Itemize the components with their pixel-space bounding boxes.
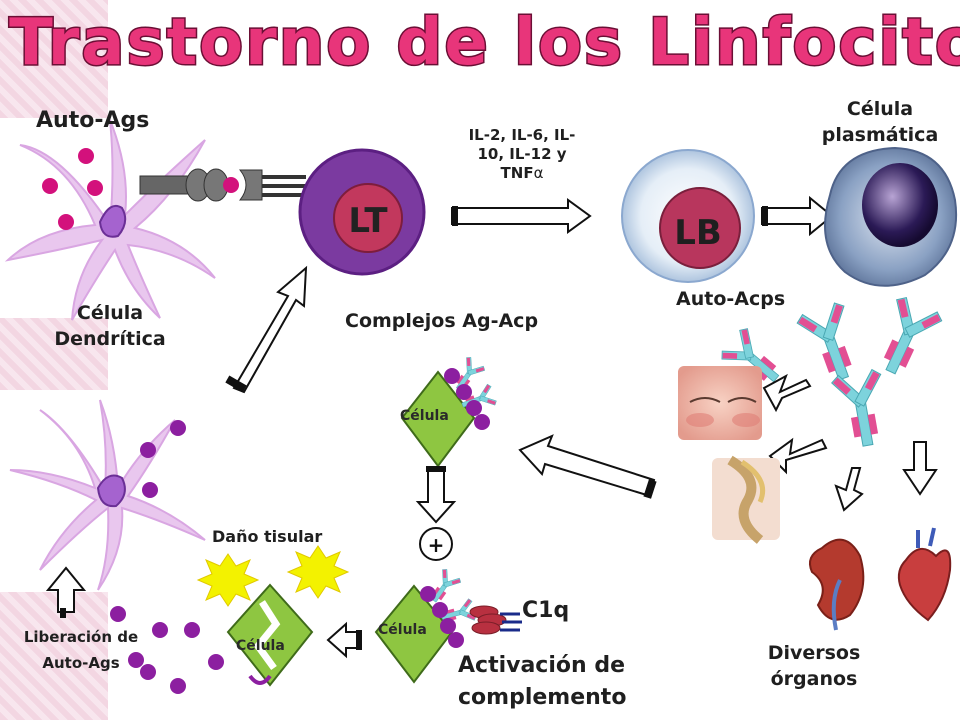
joint-image <box>712 455 780 544</box>
down-arrow <box>415 466 457 524</box>
tissue-damage-bursts <box>196 545 350 607</box>
dendritic-cell-bottom <box>9 399 206 591</box>
cytokines-label: IL-2, IL-6, IL- 10, IL-12 y TNFα <box>468 126 576 182</box>
auto-ags-label: Auto-Ags <box>36 108 150 133</box>
liberacion-label: Liberación de Auto-Ags <box>23 628 139 672</box>
auto-ag-dots-top <box>42 148 103 230</box>
celula-label-complex: Célula <box>400 408 449 424</box>
organ-arrows <box>762 373 938 512</box>
kidney-image <box>809 538 865 631</box>
return-arrow <box>518 434 657 499</box>
lt-cell: LT <box>298 148 426 276</box>
lt-label: LT <box>348 201 388 241</box>
c1q-label: C1q <box>522 598 570 623</box>
lb-label: LB <box>674 213 722 253</box>
auto-acps-label: Auto-Acps <box>676 288 786 310</box>
up-arrow <box>45 566 87 618</box>
page-title: Trastorno de los Linfocitos <box>8 5 960 82</box>
complejos-label: Complejos Ag-Acp <box>345 310 539 332</box>
lb-to-plasma-arrow <box>761 195 834 237</box>
diagonal-arrow-to-lt <box>225 265 308 394</box>
dendritic-cell-top <box>4 119 216 321</box>
plasma-cell <box>824 146 958 287</box>
left-arrow <box>326 621 362 659</box>
auto-ag-dots-bottom <box>110 420 224 694</box>
lb-cell: LB <box>621 149 755 283</box>
page-title-text: Trastorno de los Linfocitos <box>9 6 960 80</box>
celula-dendritica-label: Célula Dendrítica <box>54 302 166 350</box>
corner-decoration <box>0 592 108 720</box>
celula-label-complement: Célula <box>378 622 427 638</box>
celula-label-damaged: Célula <box>236 638 285 654</box>
activacion-complemento-label: Activación de complemento <box>458 653 627 710</box>
diversos-organos-label: Diversos órganos <box>767 642 861 690</box>
damaged-cell <box>226 583 314 687</box>
heart-image <box>897 527 952 622</box>
complement-cell <box>374 567 478 684</box>
face-image <box>678 366 762 440</box>
dano-tisular-label: Daño tisular <box>212 527 323 546</box>
corner-decoration <box>0 0 108 118</box>
c1q-molecule <box>469 605 522 635</box>
plus-label: + <box>428 533 445 557</box>
celula-plasmatica-label: Célula plasmática <box>821 98 939 146</box>
cytokine-arrow <box>451 198 592 234</box>
plus-circle: + <box>419 527 453 561</box>
corner-decoration <box>0 318 108 390</box>
mhc-tcr-connector <box>139 168 306 202</box>
